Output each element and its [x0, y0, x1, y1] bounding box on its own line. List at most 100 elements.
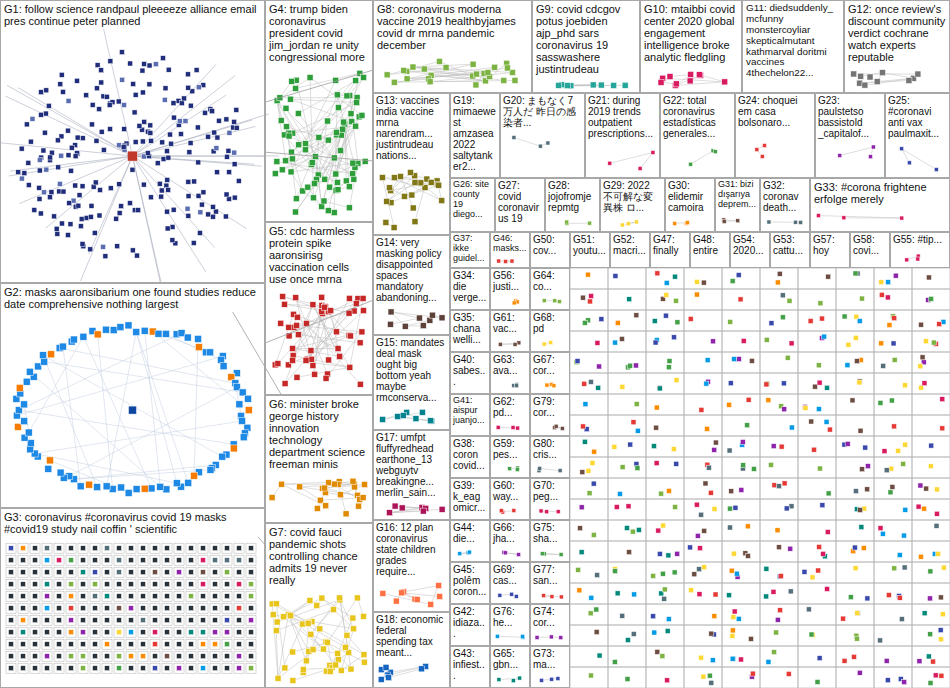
vertex: [21, 570, 26, 575]
small-group-frame: [646, 373, 684, 394]
vertex: [765, 381, 770, 386]
vertex: [557, 300, 561, 304]
edge-line: [389, 509, 442, 512]
cell-frame: [30, 591, 40, 601]
vertex: [333, 171, 339, 177]
edge-line: [282, 484, 326, 506]
vertex: [782, 407, 787, 412]
vertex: [93, 546, 98, 551]
small-group-frame: [760, 289, 798, 310]
small-group-frame: [722, 436, 760, 457]
vertex: [521, 635, 525, 639]
vertex: [749, 358, 754, 363]
vertex: [771, 444, 776, 449]
vertex: [580, 424, 585, 429]
vertex: [47, 195, 52, 200]
cell-frame: [198, 603, 208, 613]
vertex: [412, 219, 418, 225]
vertex: [201, 83, 206, 88]
vertex: [39, 112, 44, 117]
vertex: [746, 397, 751, 402]
vertex: [219, 453, 226, 460]
small-group-frame: [646, 478, 684, 499]
small-group-frame: [760, 331, 798, 352]
vertex: [201, 630, 206, 635]
vertex: [19, 146, 24, 151]
vertex: [117, 630, 122, 635]
vertex: [514, 594, 518, 598]
vertex: [305, 184, 311, 190]
edge-line: [387, 183, 415, 202]
vertex: [153, 606, 158, 611]
vertex: [189, 570, 194, 575]
edge-line: [136, 332, 188, 483]
cell-frame: [138, 591, 148, 601]
vertex: [661, 523, 666, 528]
vertex: [654, 461, 659, 466]
vertex: [305, 620, 311, 626]
edge-line: [305, 140, 328, 150]
cell-frame: [222, 651, 232, 661]
vertex: [594, 630, 599, 635]
small-group-frame: [722, 331, 760, 352]
vertex: [657, 386, 662, 391]
vertex: [145, 151, 150, 156]
vertex: [197, 230, 202, 235]
vertex: [587, 491, 592, 496]
edge-line: [133, 156, 262, 166]
vertex: [225, 558, 230, 563]
vertex: [300, 667, 306, 673]
vertex: [732, 357, 737, 362]
cell-frame: [198, 651, 208, 661]
vertex: [653, 340, 658, 345]
vertex: [141, 594, 146, 599]
cell-frame: [210, 615, 220, 625]
vertex: [663, 313, 668, 318]
vertex: [182, 96, 187, 101]
vertex: [171, 115, 176, 120]
vertex: [133, 139, 138, 144]
vertex: [25, 429, 32, 436]
cell-frame: [54, 651, 64, 661]
cell-frame: [114, 579, 124, 589]
vertex: [428, 601, 434, 607]
vertex: [141, 642, 146, 647]
cell-frame: [222, 591, 232, 601]
vertex: [223, 214, 228, 219]
vertex: [142, 61, 147, 66]
vertex: [741, 463, 746, 468]
small-group-frame: [570, 520, 608, 541]
vertex: [392, 503, 398, 509]
cell-frame: [102, 555, 112, 565]
vertex: [177, 558, 182, 563]
edge-line: [640, 152, 653, 168]
cell-frame: [6, 627, 16, 637]
edge-line: [311, 598, 340, 634]
vertex: [599, 317, 604, 322]
vertex: [659, 491, 664, 496]
vertex: [213, 558, 218, 563]
vertex: [232, 195, 237, 200]
vertex: [37, 157, 42, 162]
vertex: [81, 546, 86, 551]
vertex: [137, 123, 142, 128]
small-group-frame: [684, 583, 722, 604]
cell-frame: [6, 555, 16, 565]
vertex: [148, 130, 153, 135]
cell-frame: [90, 567, 100, 577]
small-group-frame: [722, 415, 760, 436]
vertex: [293, 209, 299, 215]
cell-frame: [30, 603, 40, 613]
vertex: [201, 558, 206, 563]
vertex: [237, 654, 242, 659]
edge-line: [306, 623, 308, 660]
vertex: [240, 434, 247, 441]
vertex: [399, 505, 405, 511]
vertex: [37, 168, 42, 173]
vertex: [542, 342, 546, 346]
edge-line: [282, 157, 315, 170]
vertex: [662, 596, 667, 601]
vertex: [689, 162, 693, 166]
vertex: [226, 148, 231, 153]
edge-line: [17, 356, 223, 415]
